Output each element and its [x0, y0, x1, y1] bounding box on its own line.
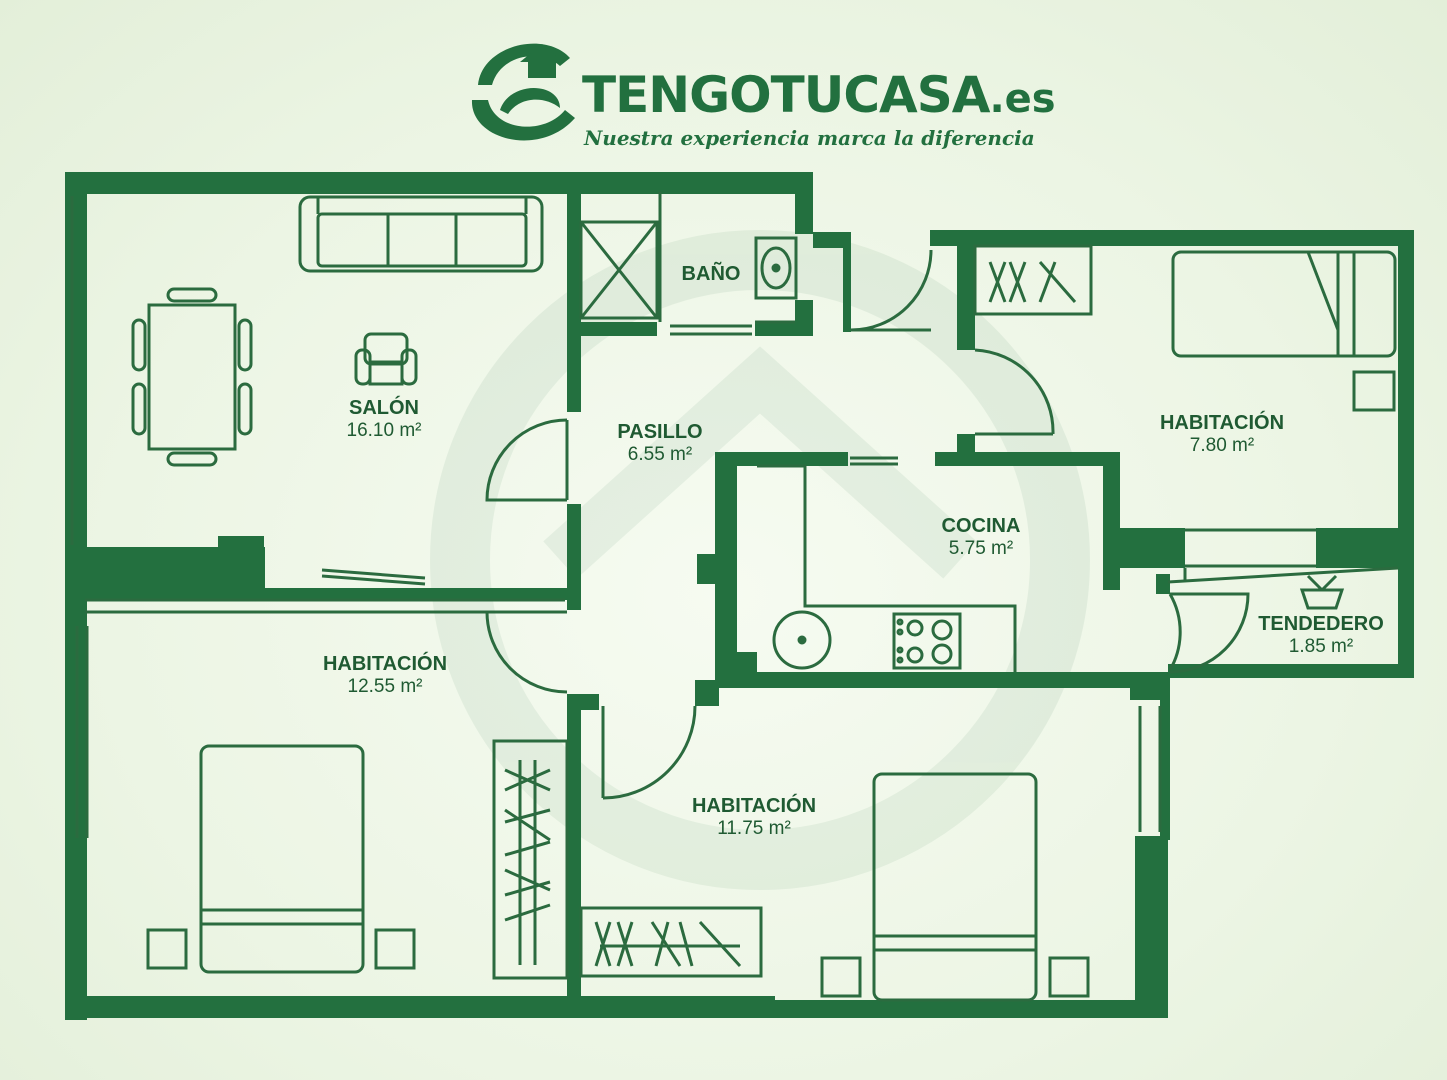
wardrobe-icon	[579, 906, 763, 978]
room-label-salon: SALÓN 16.10 m²	[347, 396, 422, 443]
wardrobe-icon	[492, 739, 569, 980]
sink-icon	[754, 236, 798, 324]
room-name: SALÓN	[348, 397, 419, 419]
room-area: 16.10 m²	[346, 420, 422, 441]
brand-tagline: Nuestra experiencia marca la diferencia	[584, 126, 1035, 150]
kitchen-sink-icon	[772, 610, 832, 670]
bed-single-icon	[1171, 250, 1397, 358]
room-label-bano: BAÑO	[682, 262, 741, 286]
room-label-tendedero: TENDEDERO 1.85 m²	[1258, 612, 1384, 659]
stove-icon	[892, 612, 962, 670]
room-area: 6.55 m²	[627, 444, 693, 465]
room-label-cocina: COCINA 5.75 m²	[942, 514, 1021, 561]
bed-double-icon	[199, 744, 365, 974]
logo-emblem-icon	[471, 43, 575, 141]
wardrobe-icon	[973, 244, 1093, 316]
room-area: 11.75 m²	[717, 818, 791, 839]
kitchen-counter	[757, 464, 1017, 672]
room-label-habitacion-1: HABITACIÓN 7.80 m²	[1160, 411, 1284, 458]
watermark-logo	[430, 230, 1090, 890]
nightstand-icon	[146, 928, 416, 970]
room-area: 7.80 m²	[1189, 435, 1255, 456]
room-name: HABITACIÓN	[322, 653, 448, 675]
armchair-icon	[354, 332, 418, 386]
nightstand-icon	[1352, 370, 1396, 412]
room-name: TENDEDERO	[1258, 613, 1384, 635]
brand-name: TENGOTUCASA.es	[582, 70, 1056, 120]
room-area: 1.85 m²	[1288, 636, 1354, 657]
room-name: HABITACIÓN	[1159, 412, 1285, 434]
nightstand-icon	[820, 956, 1090, 998]
room-name: COCINA	[941, 515, 1021, 537]
sofa-icon	[298, 195, 544, 273]
laundry-basket-icon	[1299, 574, 1345, 610]
room-name: HABITACIÓN	[691, 795, 817, 817]
dining-table-icon	[131, 287, 253, 467]
room-area: 12.55 m²	[347, 676, 423, 697]
walls	[65, 172, 1414, 1020]
brand-tld: .es	[989, 76, 1056, 122]
room-label-habitacion-3: HABITACIÓN 11.75 m²	[692, 794, 816, 841]
room-name: BAÑO	[681, 263, 741, 285]
bed-double-icon	[872, 772, 1038, 1002]
room-area: 5.75 m²	[948, 538, 1014, 559]
shower-icon	[579, 192, 662, 322]
wall-outlines	[70, 196, 1399, 838]
doors	[485, 249, 1250, 800]
room-label-habitacion-2: HABITACIÓN 12.55 m²	[323, 652, 447, 699]
room-label-pasillo: PASILLO 6.55 m²	[617, 420, 702, 467]
brand-wordmark: TENGOTUCASA	[582, 66, 990, 124]
room-name: PASILLO	[617, 421, 703, 443]
